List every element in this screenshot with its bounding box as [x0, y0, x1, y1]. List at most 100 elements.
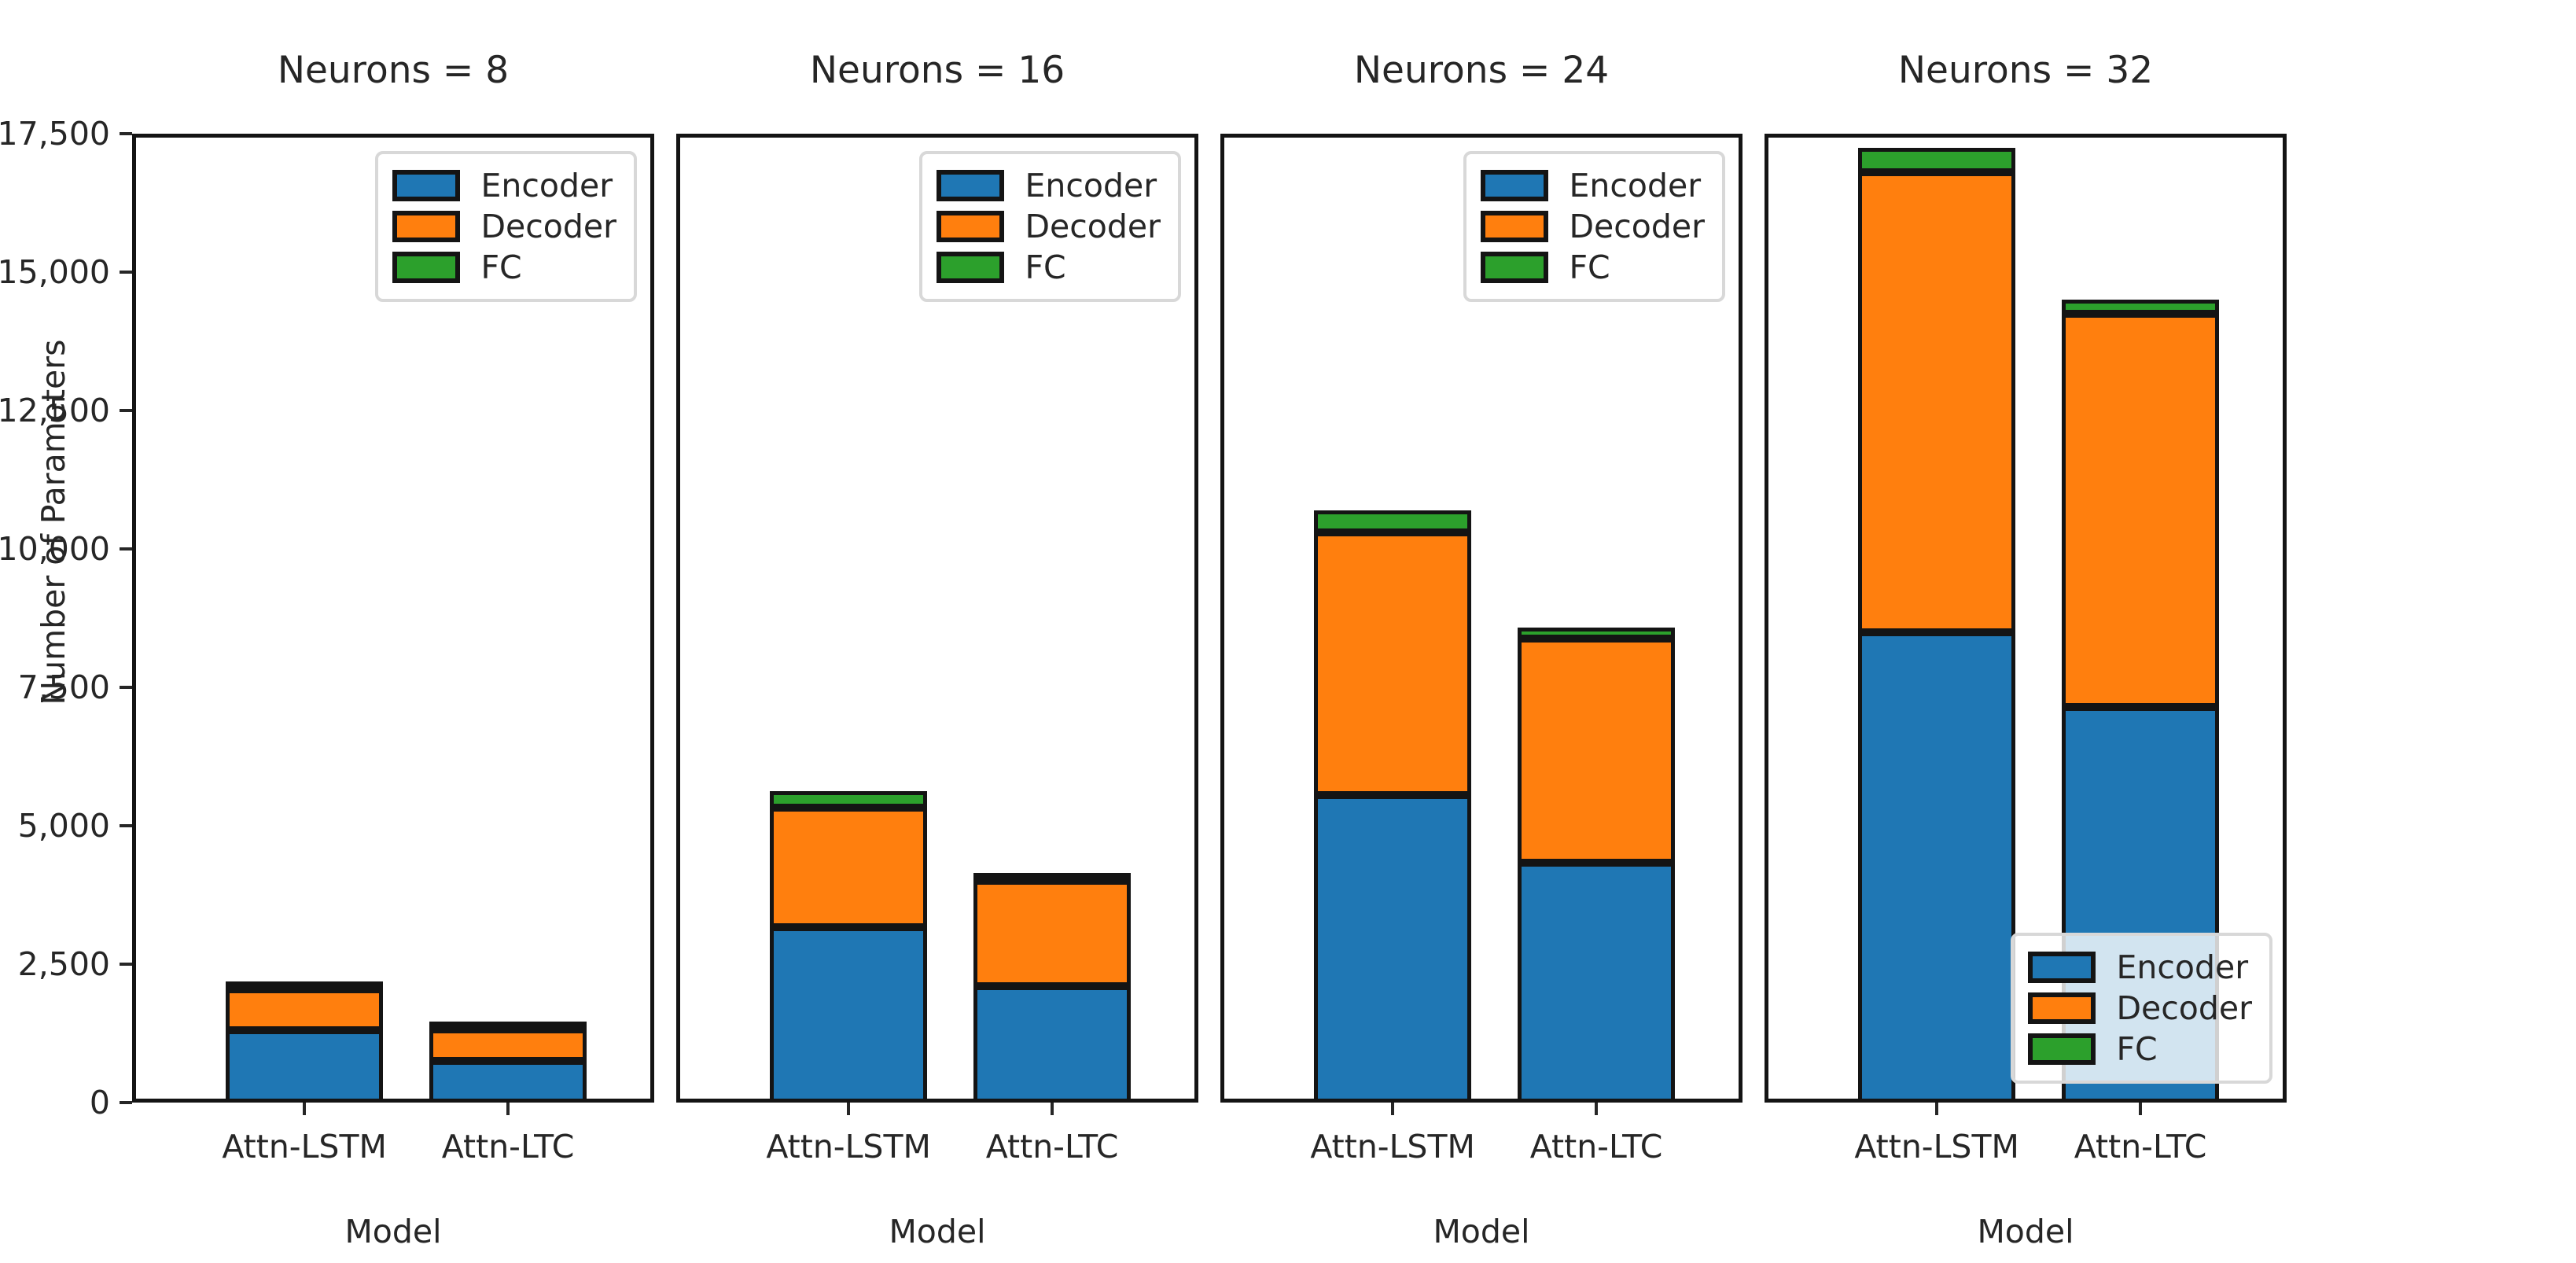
bar-segment-decoder — [429, 1029, 587, 1062]
legend-item-decoder[interactable]: Decoder — [937, 206, 1161, 247]
legend-label: Decoder — [1025, 207, 1161, 245]
bar-segment-encoder — [1518, 863, 1676, 1103]
legend-item-fc[interactable]: FC — [392, 247, 616, 288]
panel-title: Neurons = 32 — [1897, 49, 2154, 92]
legend-item-fc[interactable]: FC — [1481, 247, 1705, 288]
x-tick-label-attn-ltc: Attn-LTC — [441, 1128, 575, 1165]
x-tick-label-attn-lstm: Attn-LSTM — [1854, 1128, 2019, 1165]
bar-segment-fc — [2062, 300, 2220, 314]
stacked-bar-attn-ltc — [429, 1021, 587, 1103]
legend-swatch-encoder-icon — [937, 170, 1005, 201]
y-tick-label: 15,000 — [0, 253, 110, 291]
legend-swatch-decoder-icon — [392, 211, 461, 242]
bar-segment-fc — [226, 981, 384, 989]
x-axis-label: Model — [344, 1213, 442, 1250]
legend-item-encoder[interactable]: Encoder — [392, 165, 616, 206]
legend-item-encoder[interactable]: Encoder — [2028, 947, 2252, 988]
y-tick-mark — [120, 824, 132, 827]
bar-segment-fc — [973, 873, 1132, 882]
bar-segment-fc — [770, 791, 928, 808]
bar-segment-decoder — [973, 881, 1132, 987]
stacked-bar-attn-lstm — [226, 981, 384, 1103]
legend-label: Encoder — [2116, 948, 2249, 986]
legend-item-fc[interactable]: FC — [2028, 1029, 2252, 1070]
bar-segment-decoder — [1858, 172, 2016, 632]
legend-swatch-encoder-icon — [1481, 170, 1549, 201]
stacked-bar-attn-lstm — [1858, 147, 2016, 1103]
bar-segment-encoder — [1858, 632, 2016, 1103]
legend-item-decoder[interactable]: Decoder — [392, 206, 616, 247]
bar-segment-decoder — [1314, 532, 1472, 796]
x-tick-mark — [1595, 1103, 1599, 1115]
legend-swatch-decoder-icon — [937, 211, 1005, 242]
x-axis-label: Model — [1433, 1213, 1530, 1250]
legend-item-encoder[interactable]: Encoder — [937, 165, 1161, 206]
legend-label: Encoder — [480, 166, 613, 204]
y-tick-label: 12,500 — [0, 392, 110, 429]
x-tick-label-attn-lstm: Attn-LSTM — [1310, 1128, 1475, 1165]
legend-item-fc[interactable]: FC — [937, 247, 1161, 288]
x-tick-label-attn-ltc: Attn-LTC — [2074, 1128, 2207, 1165]
legend-swatch-decoder-icon — [2028, 992, 2096, 1024]
legend-swatch-decoder-icon — [1481, 211, 1549, 242]
bar-segment-decoder — [2062, 313, 2220, 707]
legend-swatch-encoder-icon — [392, 170, 461, 201]
bar-segment-encoder — [226, 1030, 384, 1103]
x-tick-label-attn-ltc: Attn-LTC — [1529, 1128, 1663, 1165]
legend-swatch-encoder-icon — [2028, 952, 2096, 983]
legend-swatch-fc-icon — [392, 252, 461, 283]
y-tick-mark — [120, 686, 132, 689]
legend-label: Decoder — [480, 207, 616, 245]
bar-segment-decoder — [770, 808, 928, 927]
facet-panel-24: Neurons = 24 Attn-LSTM Attn-LTC Model Encode… — [1220, 49, 1742, 1250]
y-tick-label: 7,500 — [17, 668, 110, 706]
legend-item-decoder[interactable]: Decoder — [1481, 206, 1705, 247]
y-tick-mark — [120, 963, 132, 966]
bar-segment-fc — [1314, 510, 1472, 532]
legend-label: FC — [2116, 1029, 2158, 1068]
x-tick-mark — [1051, 1103, 1054, 1115]
legend-label: Decoder — [2116, 989, 2252, 1027]
legend-swatch-fc-icon — [937, 252, 1005, 283]
legend-item-decoder[interactable]: Decoder — [2028, 988, 2252, 1029]
bar-segment-encoder — [770, 926, 928, 1103]
y-tick-mark — [120, 271, 132, 274]
x-tick-mark — [506, 1103, 510, 1115]
y-tick-label: 17,500 — [0, 115, 110, 153]
legend-item-encoder[interactable]: Encoder — [1481, 165, 1705, 206]
y-tick-label: 5,000 — [17, 807, 110, 845]
stacked-bar-attn-lstm — [770, 791, 928, 1103]
y-tick-mark — [120, 547, 132, 550]
legend-label: Encoder — [1025, 166, 1157, 204]
stacked-bar-attn-ltc — [1518, 627, 1676, 1103]
x-axis-label: Model — [889, 1213, 986, 1250]
bar-segment-encoder — [973, 986, 1132, 1103]
x-tick-mark — [847, 1103, 851, 1115]
y-tick-label: 2,500 — [17, 945, 110, 983]
x-tick-label-attn-lstm: Attn-LSTM — [766, 1128, 931, 1165]
bar-segment-encoder — [429, 1061, 587, 1103]
y-tick-label: 10,000 — [0, 530, 110, 568]
panel-title: Neurons = 24 — [1353, 49, 1610, 92]
legend-label: FC — [1025, 248, 1066, 286]
stacked-bar-attn-lstm — [1314, 510, 1472, 1103]
legend-label: FC — [1569, 248, 1610, 286]
bar-segment-decoder — [226, 989, 384, 1031]
panel-title: Neurons = 16 — [809, 49, 1065, 92]
legend-swatch-fc-icon — [1481, 252, 1549, 283]
stacked-bar-attn-ltc — [973, 873, 1132, 1103]
legend-label: Encoder — [1569, 166, 1702, 204]
x-axis-label: Model — [1977, 1213, 2074, 1250]
facet-panel-32: Neurons = 32 Attn-LSTM Attn-LTC Model Encode… — [1765, 49, 2287, 1250]
x-tick-mark — [303, 1103, 307, 1115]
legend-swatch-fc-icon — [2028, 1033, 2096, 1065]
x-tick-mark — [2139, 1103, 2143, 1115]
x-tick-mark — [1935, 1103, 1939, 1115]
y-tick-label: 0 — [89, 1084, 110, 1121]
y-tick-mark — [120, 1101, 132, 1104]
